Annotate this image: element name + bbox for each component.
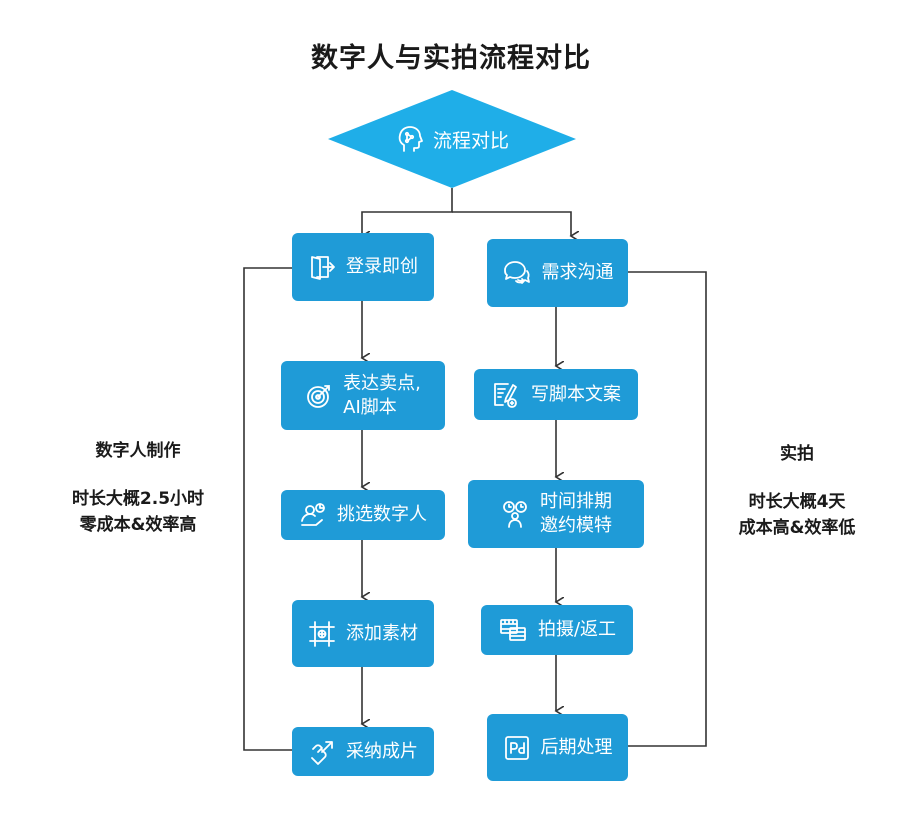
left-note-heading: 数字人制作 — [95, 441, 181, 461]
pd-file-icon — [503, 734, 531, 762]
node-requirements-label: 需求沟通 — [541, 262, 614, 283]
chat-bubbles-icon — [502, 259, 532, 287]
node-select-avatar: 挑选数字人 — [281, 490, 445, 540]
right-note-cost: 成本高&效率低 — [738, 518, 856, 538]
target-icon — [305, 382, 333, 410]
node-requirements: 需求沟通 — [487, 239, 628, 307]
left-note: 数字人制作 时长大概2.5小时 零成本&效率高 — [48, 438, 228, 538]
node-login: 登录即创 — [292, 233, 434, 301]
script-writing-icon — [491, 381, 521, 409]
node-ai-script-label: 表达卖点, — [343, 372, 421, 394]
node-schedule-label-2: 邀约模特 — [540, 515, 612, 536]
right-note-heading: 实拍 — [780, 444, 814, 464]
left-note-duration: 时长大概2.5小时 — [71, 489, 205, 509]
node-login-label: 登录即创 — [346, 256, 418, 277]
film-icon — [498, 616, 528, 644]
ai-head-icon — [395, 124, 425, 154]
schedule-person-icon — [500, 499, 530, 529]
login-door-icon — [308, 253, 336, 281]
node-shooting-label: 拍摄/返工 — [537, 619, 617, 640]
person-select-icon — [299, 501, 327, 529]
compare-diamond: 流程对比 — [328, 90, 576, 188]
left-bracket — [243, 267, 292, 751]
node-select-avatar-label: 挑选数字人 — [337, 504, 427, 525]
node-write-script: 写脚本文案 — [474, 369, 638, 420]
node-add-material-label: 添加素材 — [346, 622, 418, 644]
node-adopt-video: 采纳成片 — [292, 727, 434, 776]
diamond-label: 流程对比 — [432, 129, 509, 152]
node-ai-script: 表达卖点, AI脚本 — [281, 361, 445, 430]
node-ai-script-label-2: AI脚本 — [343, 396, 397, 418]
left-note-cost: 零成本&效率高 — [79, 515, 197, 535]
node-adopt-video-label: 采纳成片 — [346, 740, 418, 762]
right-note: 实拍 时长大概4天 成本高&效率低 — [712, 441, 882, 541]
node-post-processing: 后期处理 — [487, 714, 628, 781]
node-add-material: 添加素材 — [292, 600, 434, 667]
node-write-script-label: 写脚本文案 — [531, 383, 621, 405]
split-connector — [362, 188, 453, 236]
node-schedule: 时间排期 邀约模特 — [468, 480, 644, 548]
right-bracket — [628, 271, 707, 747]
node-shooting: 拍摄/返工 — [481, 605, 633, 655]
split-connector-right — [452, 211, 571, 236]
frame-add-icon — [308, 620, 336, 648]
page-title: 数字人与实拍流程对比 — [311, 43, 591, 74]
node-post-processing-label: 后期处理 — [540, 736, 613, 758]
node-schedule-label: 时间排期 — [540, 491, 612, 512]
right-note-duration: 时长大概4天 — [748, 492, 846, 512]
export-hand-icon — [308, 738, 336, 766]
